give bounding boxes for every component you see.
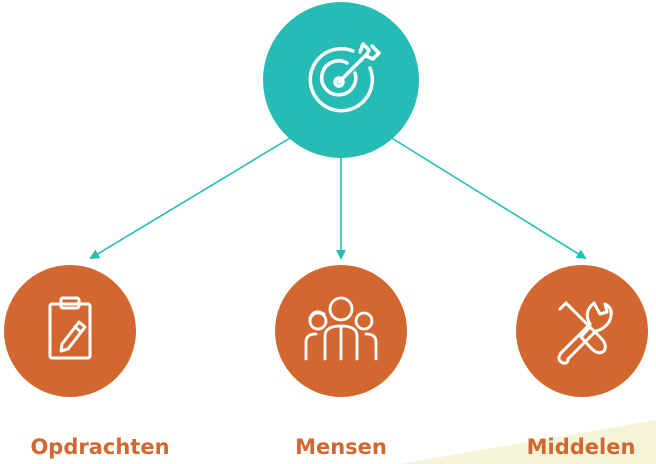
node-middelen bbox=[516, 265, 648, 397]
corner-accent bbox=[400, 420, 656, 464]
node-opdrachten bbox=[4, 265, 136, 397]
clipboard-pencil-icon bbox=[48, 296, 92, 360]
connector-to-opdrachten bbox=[89, 131, 301, 260]
target-arrow-icon bbox=[308, 42, 381, 113]
connectors bbox=[89, 131, 587, 260]
label-opdrachten: Opdrachten bbox=[30, 435, 170, 459]
label-middelen: Middelen bbox=[526, 435, 636, 459]
top-node bbox=[263, 2, 419, 158]
connector-to-middelen bbox=[381, 131, 587, 260]
people-group-icon bbox=[304, 296, 378, 361]
screwdriver-wrench-icon bbox=[557, 301, 613, 365]
node-mensen bbox=[275, 265, 407, 397]
label-mensen: Mensen bbox=[295, 435, 387, 459]
node-opdrachten-circle bbox=[4, 265, 136, 397]
